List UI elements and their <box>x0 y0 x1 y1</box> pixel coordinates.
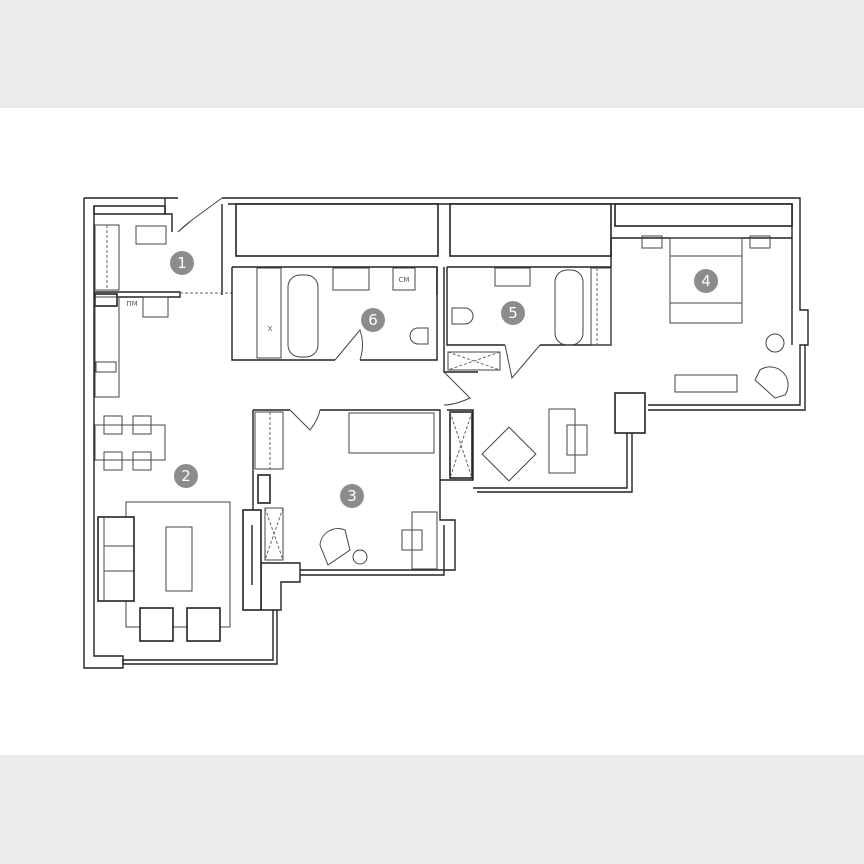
room-number: 5 <box>508 304 518 322</box>
room-number: 1 <box>177 254 187 272</box>
room-number: 4 <box>701 272 711 290</box>
room-badge-4: 4 <box>694 269 718 293</box>
room-badge-2: 2 <box>174 464 198 488</box>
fridge-label: Х <box>268 325 273 333</box>
doors <box>177 197 541 431</box>
dishwasher-label: ПМ <box>126 300 137 308</box>
room-number: 6 <box>368 311 378 329</box>
room-badge-5: 5 <box>501 301 525 325</box>
walls <box>83 197 809 669</box>
room-number: 3 <box>347 487 357 505</box>
room-badge-1: 1 <box>170 251 194 275</box>
washing-machine-label: СМ <box>399 276 410 284</box>
furniture <box>94 224 789 642</box>
room-badge-3: 3 <box>340 484 364 508</box>
room-badge-6: 6 <box>361 308 385 332</box>
room-number: 2 <box>181 467 191 485</box>
